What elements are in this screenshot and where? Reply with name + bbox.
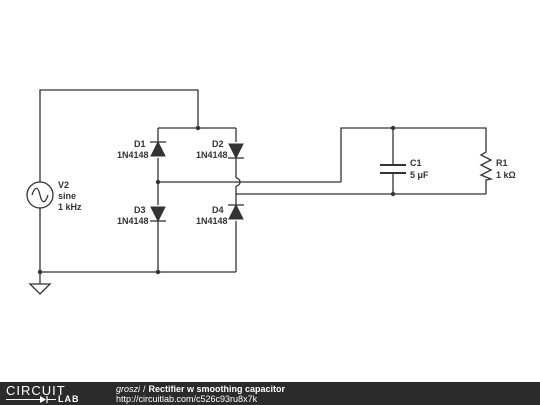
footer-bar: CIRCUIT LAB groszi/Rectifier w smoothing… <box>0 382 540 405</box>
logo-wordmark-bottom: LAB <box>58 394 80 404</box>
capacitor-c1[interactable] <box>380 164 406 174</box>
circuit-meta: groszi/Rectifier w smoothing capacitor h… <box>116 384 285 404</box>
v2-type-label: sine <box>58 191 76 201</box>
d1-part-label: 1N4148 <box>117 150 149 160</box>
author-link[interactable]: groszi <box>116 384 141 394</box>
ground-icon <box>28 283 52 295</box>
d3-name-label: D3 <box>134 205 146 215</box>
breadcrumb-separator: / <box>143 384 146 394</box>
r1-name-label: R1 <box>496 158 508 168</box>
r1-value-label: 1 kΩ <box>496 170 516 180</box>
v2-freq-label: 1 kHz <box>58 202 82 212</box>
circuit-title: Rectifier w smoothing capacitor <box>148 384 286 394</box>
circuit-url-link[interactable]: http://circuitlab.com/c526c93ru8x7k <box>116 394 258 404</box>
d4-part-label: 1N4148 <box>196 216 228 226</box>
diode-d2[interactable] <box>228 143 244 160</box>
d2-part-label: 1N4148 <box>196 150 228 160</box>
v2-name-label: V2 <box>58 180 69 190</box>
logo-wordmark-top: CIRCUIT <box>6 383 66 398</box>
diode-d3[interactable] <box>150 206 166 223</box>
resistor-r1[interactable] <box>479 150 494 182</box>
logo-diode-icon <box>6 396 56 403</box>
circuitlab-logo: CIRCUIT LAB <box>6 383 96 404</box>
diode-d4[interactable] <box>228 203 244 220</box>
circuit-schematic: D1 1N4148 D2 1N4148 D3 1N4148 D4 1N4148 … <box>26 89 516 295</box>
d1-name-label: D1 <box>134 139 146 149</box>
d4-name-label: D4 <box>212 205 224 215</box>
c1-value-label: 5 μF <box>410 170 429 180</box>
junction-dots <box>37 125 396 275</box>
d2-name-label: D2 <box>212 139 224 149</box>
c1-name-label: C1 <box>410 158 422 168</box>
wires <box>39 89 487 284</box>
d3-part-label: 1N4148 <box>117 216 149 226</box>
sine-source-v2[interactable] <box>26 181 54 209</box>
diode-d1[interactable] <box>150 140 166 157</box>
